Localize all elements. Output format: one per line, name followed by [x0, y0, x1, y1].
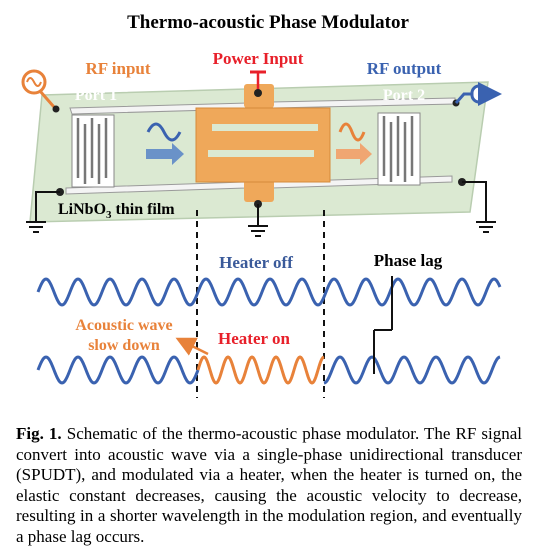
phase-lag-marker [373, 276, 393, 374]
power-input-terminal [250, 70, 266, 97]
left-ground-symbol [26, 188, 64, 233]
output-wave-icon [336, 122, 372, 165]
right-ground-symbol [458, 178, 496, 233]
heater-off-label: Heater off [219, 253, 293, 272]
rf-source-icon [21, 69, 60, 113]
diagram-title: Thermo-acoustic Phase Modulator [127, 12, 409, 33]
caption-prefix: Fig. 1. [16, 424, 62, 443]
heater-on-label: Heater on [218, 329, 290, 348]
rf-output-label: RF output [367, 59, 442, 78]
heater-ground-symbol [248, 200, 268, 237]
port1-label: Port 1 [75, 87, 117, 104]
rf-output-connector-icon [452, 82, 502, 107]
left-spudt-transducer [71, 114, 115, 188]
slow-down-arrow [175, 337, 209, 356]
caption-text: Schematic of the thermo-acoustic phase m… [16, 424, 522, 546]
heater-off-wave [36, 277, 502, 307]
power-input-label: Power Input [213, 49, 304, 68]
modulator-diagram: Thermo-acoustic Phase Modulator [21, 12, 502, 398]
input-wave-icon [146, 122, 184, 165]
heater-on-wave-before [36, 355, 200, 385]
film-label: LiNbO3 thin film [58, 201, 175, 221]
port2-label: Port 2 [383, 87, 425, 104]
phase-lag-label: Phase lag [374, 251, 443, 270]
heater-on-wave-after [323, 355, 501, 385]
slow-down-label: slow down [88, 337, 160, 354]
acoustic-wave-label: Acoustic wave [75, 317, 172, 334]
rf-input-label: RF input [85, 59, 150, 78]
heater-electrode [195, 84, 331, 202]
right-spudt-transducer [377, 112, 421, 186]
heater-on-wave-heated [196, 355, 325, 385]
figure-caption: Fig. 1. Schematic of the thermo-acoustic… [16, 424, 522, 547]
